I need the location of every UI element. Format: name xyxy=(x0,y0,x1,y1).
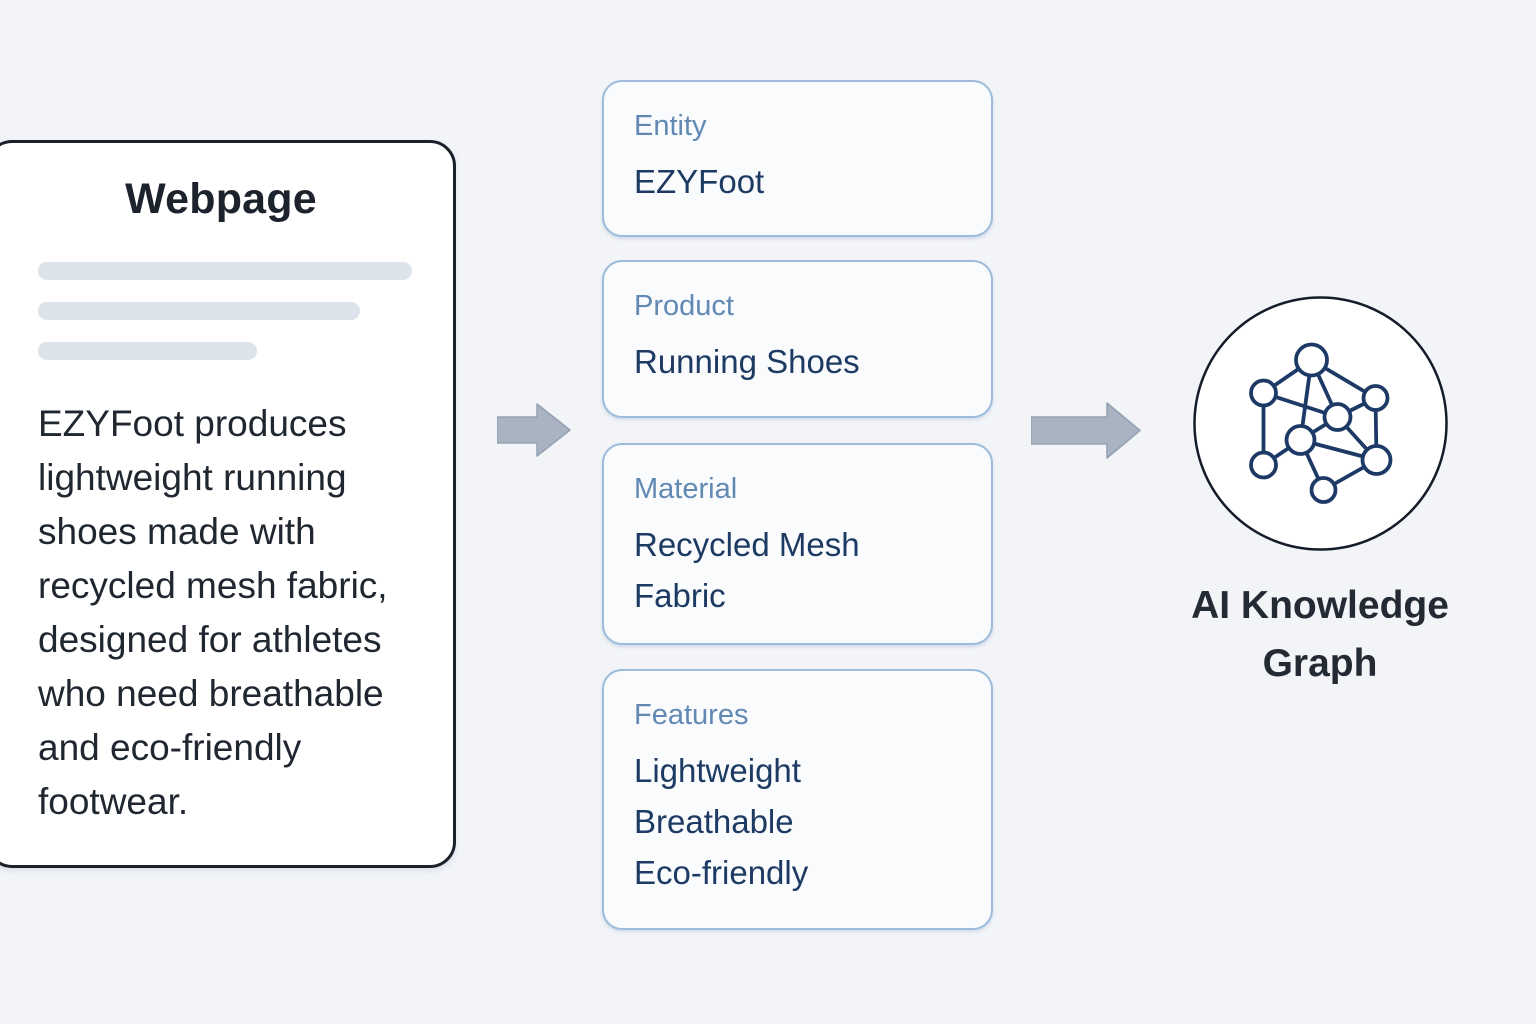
placeholder-line xyxy=(38,342,257,360)
webpage-card-title: Webpage xyxy=(125,175,317,223)
material-card: Material Recycled Mesh Fabric xyxy=(602,443,993,645)
flow-arrow-icon xyxy=(1031,402,1141,459)
features-card: Features Lightweight Breathable Eco-frie… xyxy=(602,669,993,930)
knowledge-graph-network-icon xyxy=(1193,296,1448,551)
entity-card: Entity EZYFoot xyxy=(602,80,993,237)
material-card-label: Material xyxy=(634,473,738,505)
entity-card-value: EZYFoot xyxy=(634,163,765,200)
webpage-card: Webpage EZYFoot produces lightweight run… xyxy=(0,140,456,868)
placeholder-line xyxy=(38,302,360,320)
knowledge-graph-label: AI Knowledge Graph xyxy=(1191,584,1449,685)
features-card-value: Lightweight Breathable Eco-friendly xyxy=(634,752,809,891)
webpage-paragraph: EZYFoot produces lightweight running sho… xyxy=(38,403,388,822)
product-card-value: Running Shoes xyxy=(634,343,860,380)
product-card: Product Running Shoes xyxy=(602,260,993,418)
entity-card-label: Entity xyxy=(634,110,707,142)
features-card-label: Features xyxy=(634,699,749,731)
text-placeholder-lines xyxy=(38,262,412,382)
product-card-label: Product xyxy=(634,290,734,322)
flow-arrow-icon xyxy=(497,403,571,457)
placeholder-line xyxy=(38,262,412,280)
material-card-value: Recycled Mesh Fabric xyxy=(634,526,860,614)
